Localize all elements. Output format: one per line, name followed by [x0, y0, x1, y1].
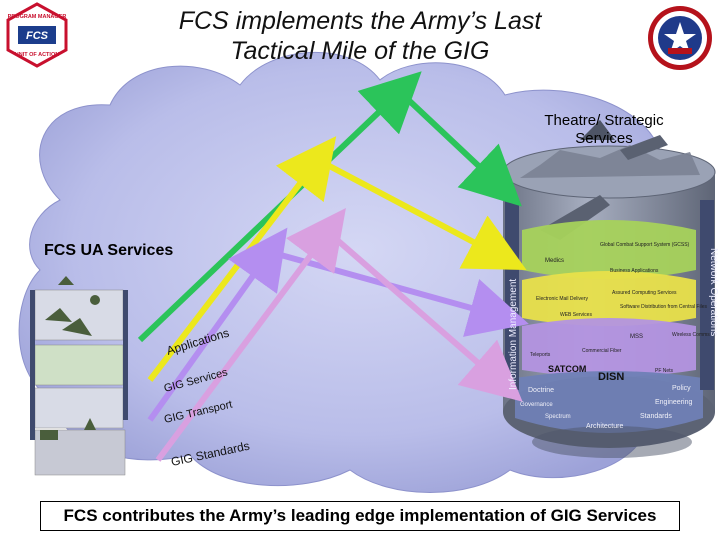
cylinder-spectrum: Spectrum	[545, 414, 571, 420]
cylinder-satcom: SATCOM	[548, 364, 586, 374]
theatre-strategic-label: Theatre/ Strategic Services	[544, 112, 664, 147]
cylinder-medics: Medics	[545, 258, 564, 264]
cylinder-sw-dist: Software Distribution from Central Files	[620, 304, 707, 310]
cylinder-gcss: Global Combat Support System (GCSS)	[600, 242, 690, 248]
cylinder-doctrine: Doctrine	[528, 387, 554, 394]
program-manager-fcs-logo-icon: FCS PROGRAM MANAGER UNIT OF ACTION	[6, 2, 68, 68]
fcs-ua-services-label: FCS UA Services	[44, 241, 173, 261]
fcs-ua-services-text: FCS UA Services	[44, 242, 174, 259]
cylinder-policy: Policy	[672, 385, 691, 392]
cylinder-web: WEB Services	[560, 312, 592, 318]
cylinder-standards: Standards	[640, 413, 672, 420]
fcs-ua-diagram	[30, 276, 128, 476]
page-title: FCS implements the Army’s Last Tactical …	[120, 6, 600, 66]
cylinder-pf-nets: PF Nets	[655, 368, 674, 374]
footer-banner: FCS contributes the Army’s leading edge …	[40, 501, 680, 531]
cylinder-engineering: Engineering	[655, 399, 692, 406]
cylinder-commercial-fiber: Commercial Fiber	[582, 348, 622, 354]
svg-text:UNIT OF ACTION: UNIT OF ACTION	[15, 52, 59, 58]
cylinder-info-mgmt-label: Information Management	[508, 279, 519, 390]
cylinder-mss: MSS	[630, 334, 643, 340]
cylinder-email: Electronic Mail Delivery	[536, 296, 588, 302]
cylinder-net-ops-label: Network Operations	[708, 248, 719, 336]
cylinder-wireless: Wireless Comms	[672, 332, 710, 338]
svg-text:FCS: FCS	[26, 30, 49, 42]
cylinder-acs: Assured Computing Services	[612, 290, 677, 296]
footer-text: FCS contributes the Army’s leading edge …	[63, 506, 657, 525]
army-seal-icon	[648, 6, 712, 70]
title-line-2: Tactical Mile of the GIG	[230, 37, 490, 65]
arrows	[137, 71, 529, 462]
cylinder-architecture: Architecture	[586, 423, 623, 430]
svg-text:PROGRAM MANAGER: PROGRAM MANAGER	[8, 14, 67, 20]
cylinder-disn: DISN	[598, 371, 624, 383]
cylinder-shadow	[532, 426, 692, 458]
title-line-1: FCS implements the Army’s Last	[178, 7, 542, 35]
cylinder-governance: Governance	[520, 402, 553, 408]
cylinder-business-apps: Business Applications	[610, 268, 659, 274]
cylinder-teleports: Teleports	[530, 352, 551, 358]
